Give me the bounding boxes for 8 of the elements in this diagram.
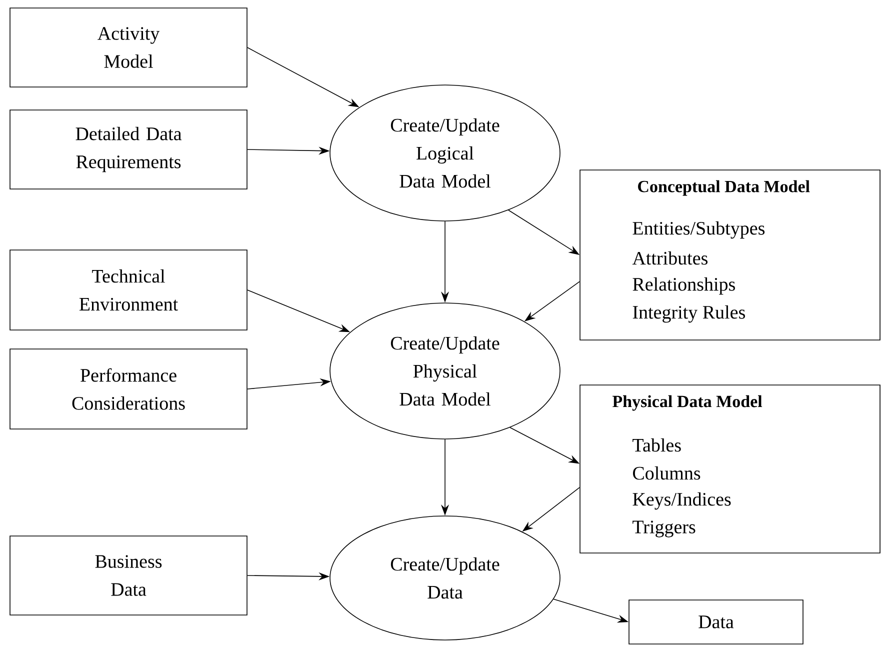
process-box: Business Data xyxy=(10,536,248,616)
process-box: Detailed Data Requirements xyxy=(10,110,248,190)
process-box: Performance Considerations xyxy=(10,348,248,430)
process-box: Activity Model xyxy=(10,8,248,88)
model-box: Conceptual Data Model Entities/Subtypes Attributes Relationships Integrity Rules xyxy=(580,170,880,340)
process-box: Technical Environment xyxy=(10,250,248,330)
model-box: Physical Data Model Tables Columns Keys/Indices Triggers xyxy=(580,384,880,554)
process-box: Data xyxy=(628,600,804,644)
